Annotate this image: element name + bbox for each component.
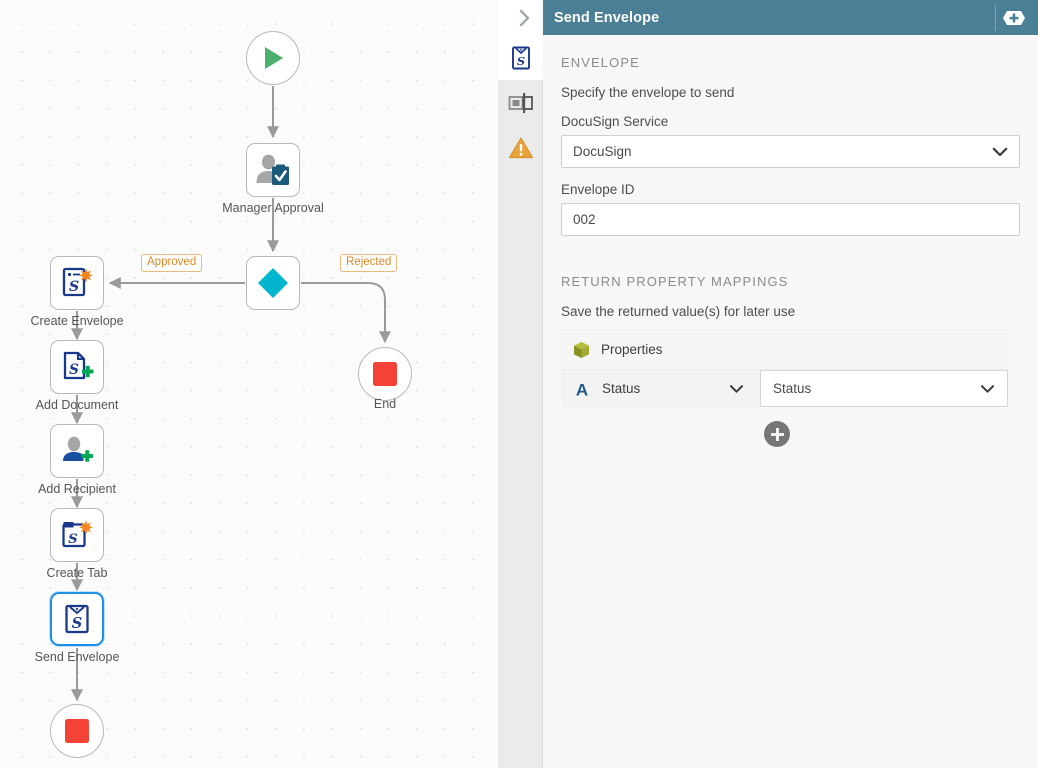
user-approval-icon xyxy=(256,154,289,185)
docusign-create-envelope-icon: S xyxy=(62,267,93,297)
node-decision-shape[interactable] xyxy=(246,256,300,310)
node-send-envelope-shape[interactable]: S xyxy=(50,592,104,646)
panel-icon-rail: S xyxy=(498,35,544,768)
svg-text:S: S xyxy=(516,54,524,68)
rail-item-envelope[interactable]: S xyxy=(498,35,544,80)
add-badge-icon xyxy=(1003,10,1025,25)
panel-title: Send Envelope xyxy=(554,9,660,26)
add-mapping-row-button[interactable] xyxy=(764,421,790,447)
svg-text:S: S xyxy=(69,362,79,378)
node-send-envelope[interactable]: S xyxy=(50,592,104,646)
node-create-tab-shape[interactable]: S xyxy=(50,508,104,562)
node-create-envelope-shape[interactable]: S xyxy=(50,256,104,310)
return-property-mappings-table: Properties A Status Status xyxy=(561,329,1008,407)
node-label-send-envelope: Send Envelope xyxy=(34,650,120,664)
node-label-end: End xyxy=(373,397,397,411)
edge-label-approved: Approved xyxy=(141,254,203,273)
node-label-create-envelope: Create Envelope xyxy=(30,314,124,328)
decision-diamond-icon xyxy=(258,268,288,298)
node-end[interactable] xyxy=(358,347,412,401)
docusign-create-tab-icon: S xyxy=(62,520,93,548)
envelope-id-label: Envelope ID xyxy=(561,182,635,197)
rail-item-variables[interactable] xyxy=(498,80,543,125)
node-manager-approval-shape[interactable] xyxy=(246,143,300,197)
node-label-manager-approval: Manager Approval xyxy=(222,201,324,215)
node-create-envelope[interactable]: S xyxy=(50,256,104,310)
mapping-property-select[interactable]: A Status xyxy=(561,370,760,407)
node-add-document[interactable]: S xyxy=(50,340,104,394)
envelope-section-heading: ENVELOPE xyxy=(561,55,640,70)
docusign-service-label: DocuSign Service xyxy=(561,114,669,129)
chevron-right-icon xyxy=(519,9,529,26)
node-start-shape[interactable] xyxy=(246,31,300,85)
chevron-down-icon xyxy=(729,384,744,393)
node-label-add-recipient: Add Recipient xyxy=(38,482,116,496)
edge-label-rejected: Rejected xyxy=(340,254,398,273)
node-label-create-tab: Create Tab xyxy=(46,566,108,580)
svg-text:S: S xyxy=(72,615,82,632)
panel-header-divider xyxy=(995,5,996,31)
rail-item-warnings[interactable] xyxy=(498,125,543,170)
panel-add-button[interactable] xyxy=(996,0,1032,35)
stop-icon xyxy=(373,362,397,386)
workflow-connectors xyxy=(71,86,391,702)
stop-icon xyxy=(65,719,89,743)
node-decision[interactable] xyxy=(246,256,300,310)
panel-collapse-button[interactable] xyxy=(506,0,542,35)
plus-icon xyxy=(770,427,784,441)
panel-topbar: Send Envelope xyxy=(498,0,1038,35)
envelope-section-description: Specify the envelope to send xyxy=(561,85,735,100)
docusign-send-envelope-icon: S xyxy=(65,604,89,634)
node-end-shape[interactable] xyxy=(358,347,412,401)
mappings-section-heading: RETURN PROPERTY MAPPINGS xyxy=(561,274,789,289)
chevron-down-icon xyxy=(980,384,995,393)
string-type-icon: A xyxy=(576,380,588,398)
warning-triangle-icon xyxy=(508,136,533,158)
svg-text:S: S xyxy=(69,279,79,295)
svg-text:A: A xyxy=(576,380,588,398)
docusign-add-document-icon: S xyxy=(63,351,94,380)
node-end-2-shape[interactable] xyxy=(50,704,104,758)
mapping-group-label: Properties xyxy=(601,342,663,357)
node-add-document-shape[interactable]: S xyxy=(50,340,104,394)
mapping-target-label: Status xyxy=(773,381,812,396)
docusign-service-select[interactable]: DocuSign xyxy=(561,135,1020,168)
docusign-service-select-wrap: DocuSign xyxy=(561,135,1020,168)
play-icon xyxy=(265,47,283,69)
mappings-section-description: Save the returned value(s) for later use xyxy=(561,304,796,319)
node-add-recipient-shape[interactable] xyxy=(50,424,104,478)
docusign-envelope-icon: S xyxy=(511,46,530,69)
mapping-property-label: Status xyxy=(602,381,641,396)
node-label-add-document: Add Document xyxy=(35,398,119,412)
workflow-canvas[interactable]: Manager Approval Approved Rejected End xyxy=(0,0,498,768)
envelope-id-input[interactable]: 002 xyxy=(561,203,1020,236)
node-manager-approval[interactable] xyxy=(246,143,300,197)
node-add-recipient[interactable] xyxy=(50,424,104,478)
table-row: A Status Status xyxy=(561,370,1008,407)
mapping-target-select[interactable]: Status xyxy=(760,370,1008,407)
cube-icon xyxy=(574,341,589,358)
node-end-2[interactable] xyxy=(50,704,104,758)
node-create-tab[interactable]: S xyxy=(50,508,104,562)
input-output-icon xyxy=(508,92,533,113)
node-start[interactable] xyxy=(246,31,300,85)
panel-header: Send Envelope xyxy=(543,0,1038,35)
panel-body: ENVELOPE Specify the envelope to send Do… xyxy=(543,35,1038,768)
docusign-add-recipient-icon xyxy=(63,436,93,462)
svg-text:S: S xyxy=(68,532,77,547)
mapping-group-row: Properties xyxy=(561,330,1008,370)
properties-panel: Send Envelope S xyxy=(498,0,1038,768)
